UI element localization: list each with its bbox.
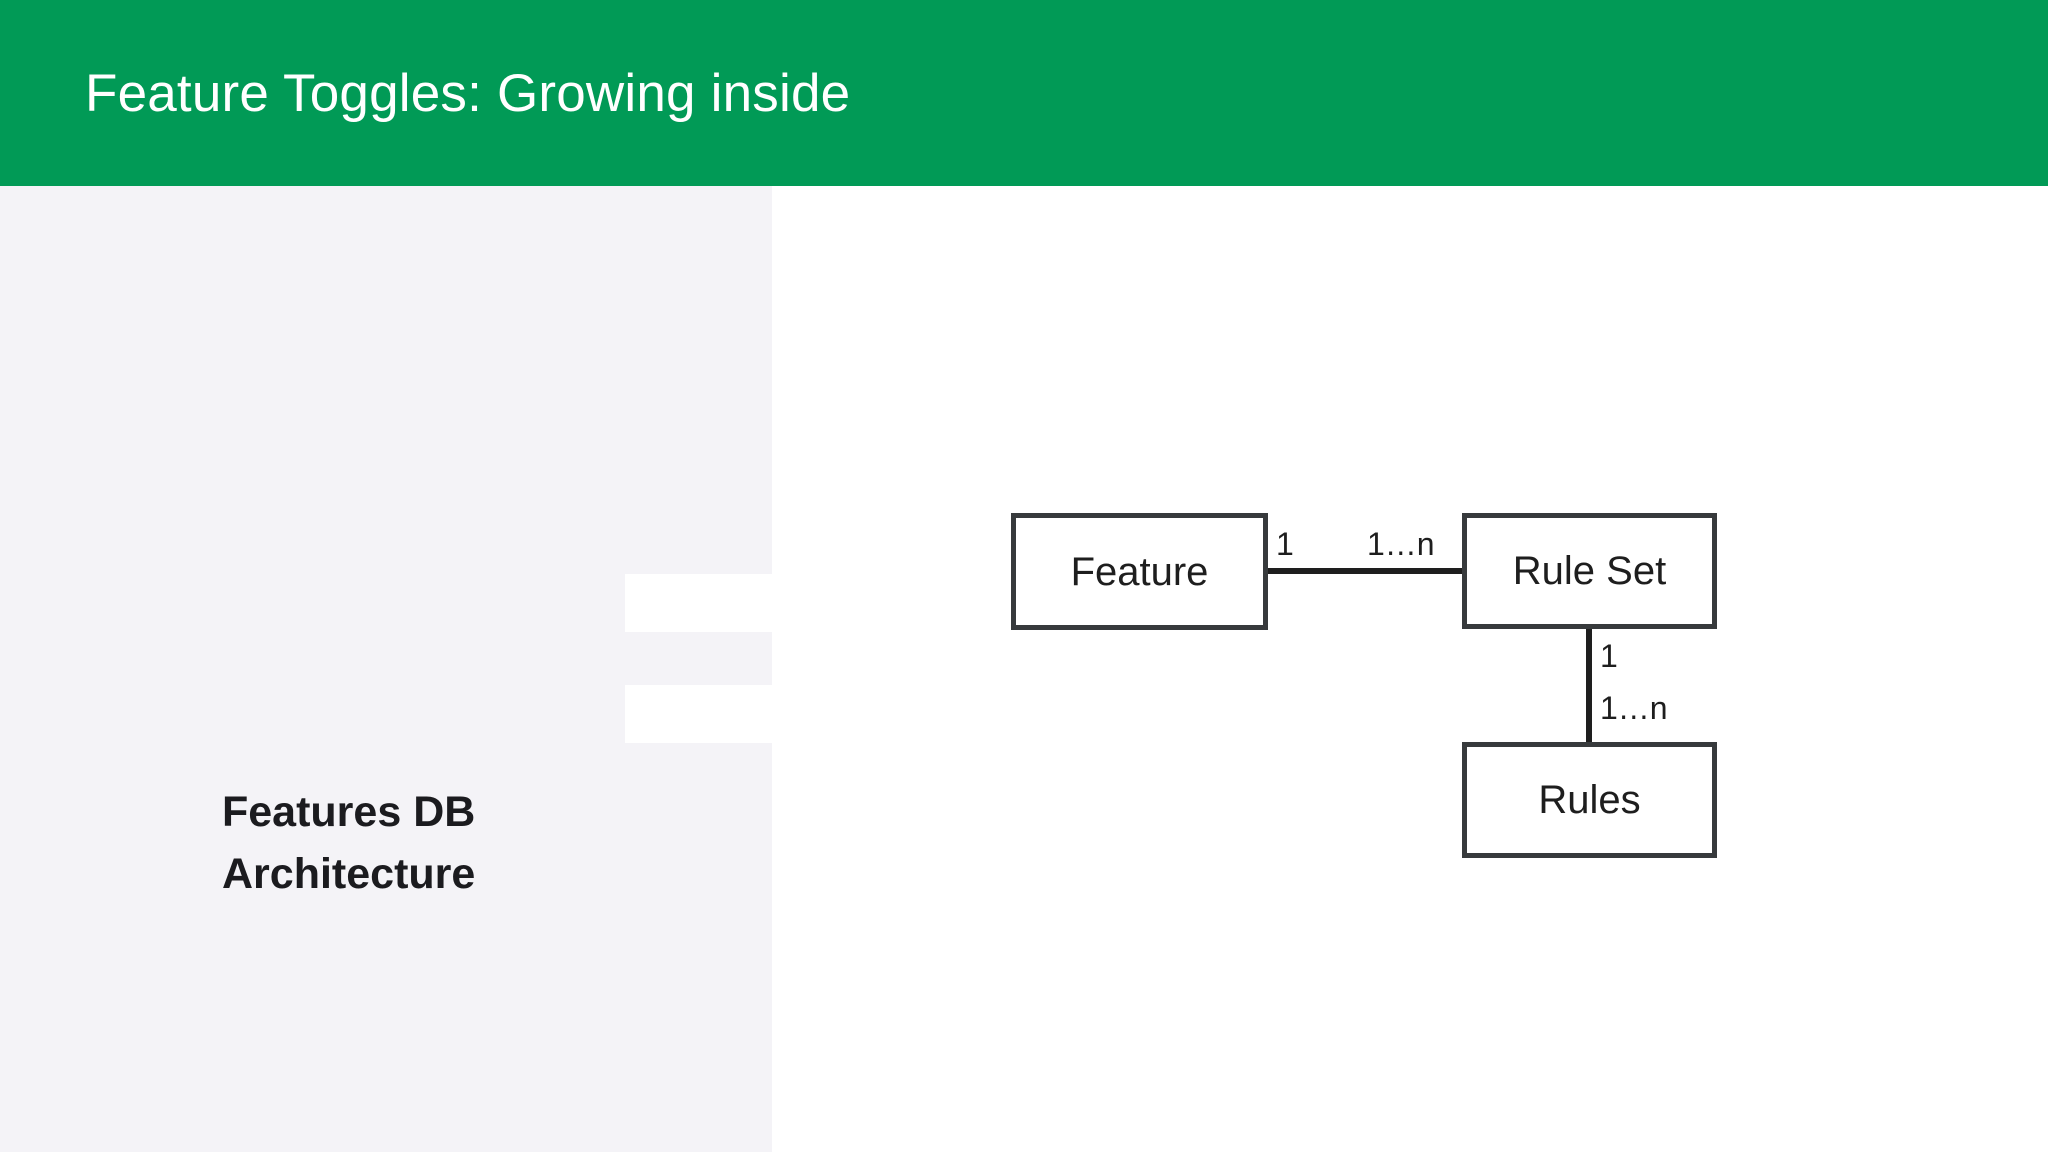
er-cardinality-feature-side: 1	[1276, 526, 1294, 562]
er-cardinality-ruleset-bottom: 1	[1600, 638, 1618, 674]
er-cardinality-ruleset-side: 1…n	[1367, 526, 1435, 562]
sidebar-panel: Features DB Architecture wirex .NET FEST	[0, 186, 772, 1152]
er-entity-rules: Rules	[1462, 742, 1717, 858]
er-cardinality-rules-top: 1…n	[1600, 690, 1668, 726]
sidebar-heading-line-1: Features DB	[222, 788, 476, 836]
er-diagram: Feature Rule Set Rules 1 1…n 1 1…n	[772, 186, 2048, 1152]
er-entity-feature: Feature	[1011, 513, 1268, 630]
er-link-feature-to-ruleset	[1266, 568, 1465, 574]
er-entity-rule-set: Rule Set	[1462, 513, 1717, 629]
sidebar-accent-stripe-top	[625, 574, 772, 632]
er-entity-rule-set-label: Rule Set	[1512, 549, 1667, 593]
sidebar-accent-stripe-bottom	[625, 685, 772, 743]
sidebar-heading: Features DB Architecture	[222, 781, 602, 905]
er-entity-rules-label: Rules	[1538, 778, 1641, 822]
er-entity-feature-label: Feature	[1070, 549, 1209, 594]
page-title: Feature Toggles: Growing inside	[85, 64, 851, 123]
er-link-ruleset-to-rules	[1586, 627, 1592, 745]
sidebar-heading-line-2: Architecture	[222, 850, 476, 898]
header-bar: Feature Toggles: Growing inside	[0, 0, 2048, 186]
